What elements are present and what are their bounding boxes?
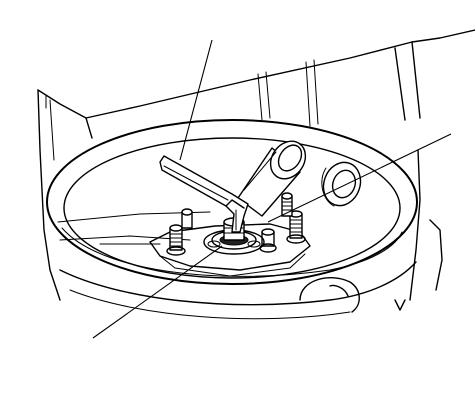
stud-right-a [286,210,306,244]
stud-left [166,224,186,256]
stud-right-b [281,192,293,217]
housing [37,29,475,320]
bracket-plate [149,223,311,277]
pipe-fitting [237,140,307,217]
stud-center [259,228,277,253]
leader-line-spindle [92,245,223,339]
leader-line-fitting [267,133,452,223]
mounting-studs [166,192,306,256]
leader-line-wrench [179,39,213,161]
callout-leaders [92,39,452,339]
opening-rim [46,119,418,285]
port-fitting [321,161,362,207]
hex-wrench [159,155,249,233]
stud-back [181,208,193,229]
